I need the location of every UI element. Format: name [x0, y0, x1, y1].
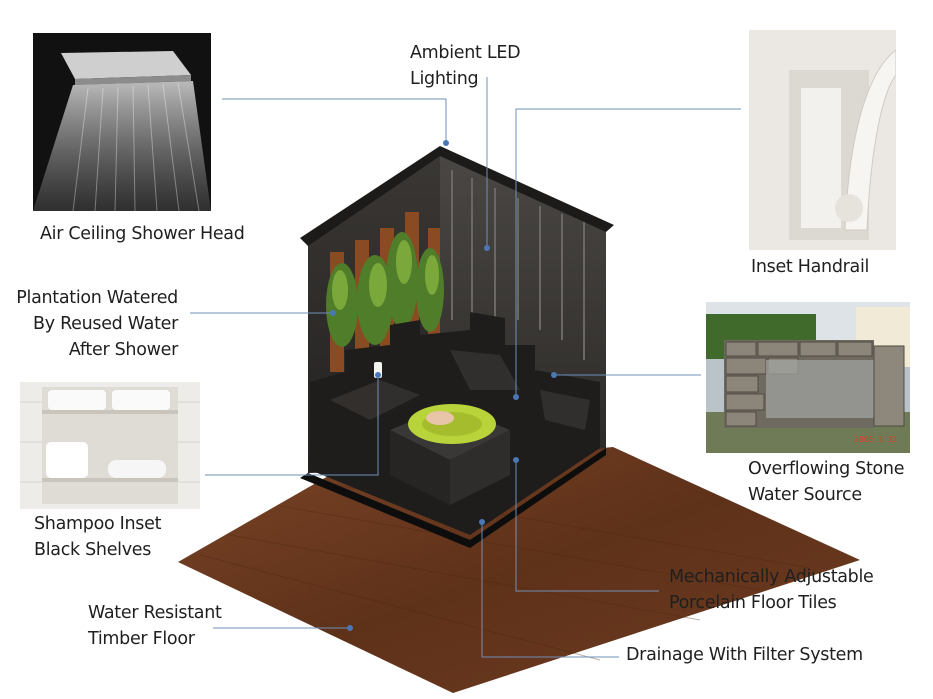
photo-date-stamp: 2005 3 31	[854, 435, 898, 444]
label-shampoo-shelves: Shampoo Inset Black Shelves	[34, 514, 162, 560]
handrail-photo	[749, 30, 896, 250]
label-drainage: Drainage With Filter System	[626, 645, 863, 665]
label-plantation: Plantation Watered By Reused Water After…	[16, 288, 178, 360]
shampoo-shelves-photo	[20, 382, 200, 509]
led-strips	[451, 170, 585, 360]
label-timber-floor: Water Resistant Timber Floor	[88, 603, 222, 649]
label-stone-water-source: Overflowing Stone Water Source	[748, 459, 905, 505]
plant-wall	[326, 212, 444, 372]
label-shower-head: Air Ceiling Shower Head	[40, 224, 245, 244]
label-inset-handrail: Inset Handrail	[751, 257, 870, 277]
leader-dots	[330, 140, 557, 631]
leader-lines	[190, 77, 741, 658]
stone-wall-photo: 2005 3 31	[706, 302, 910, 453]
label-floor-tiles: Mechanically Adjustable Porcelain Floor …	[669, 567, 874, 613]
label-led-lighting: Ambient LED Lighting	[410, 43, 521, 89]
timber-floor	[178, 447, 860, 693]
shower-head-photo	[33, 33, 211, 211]
